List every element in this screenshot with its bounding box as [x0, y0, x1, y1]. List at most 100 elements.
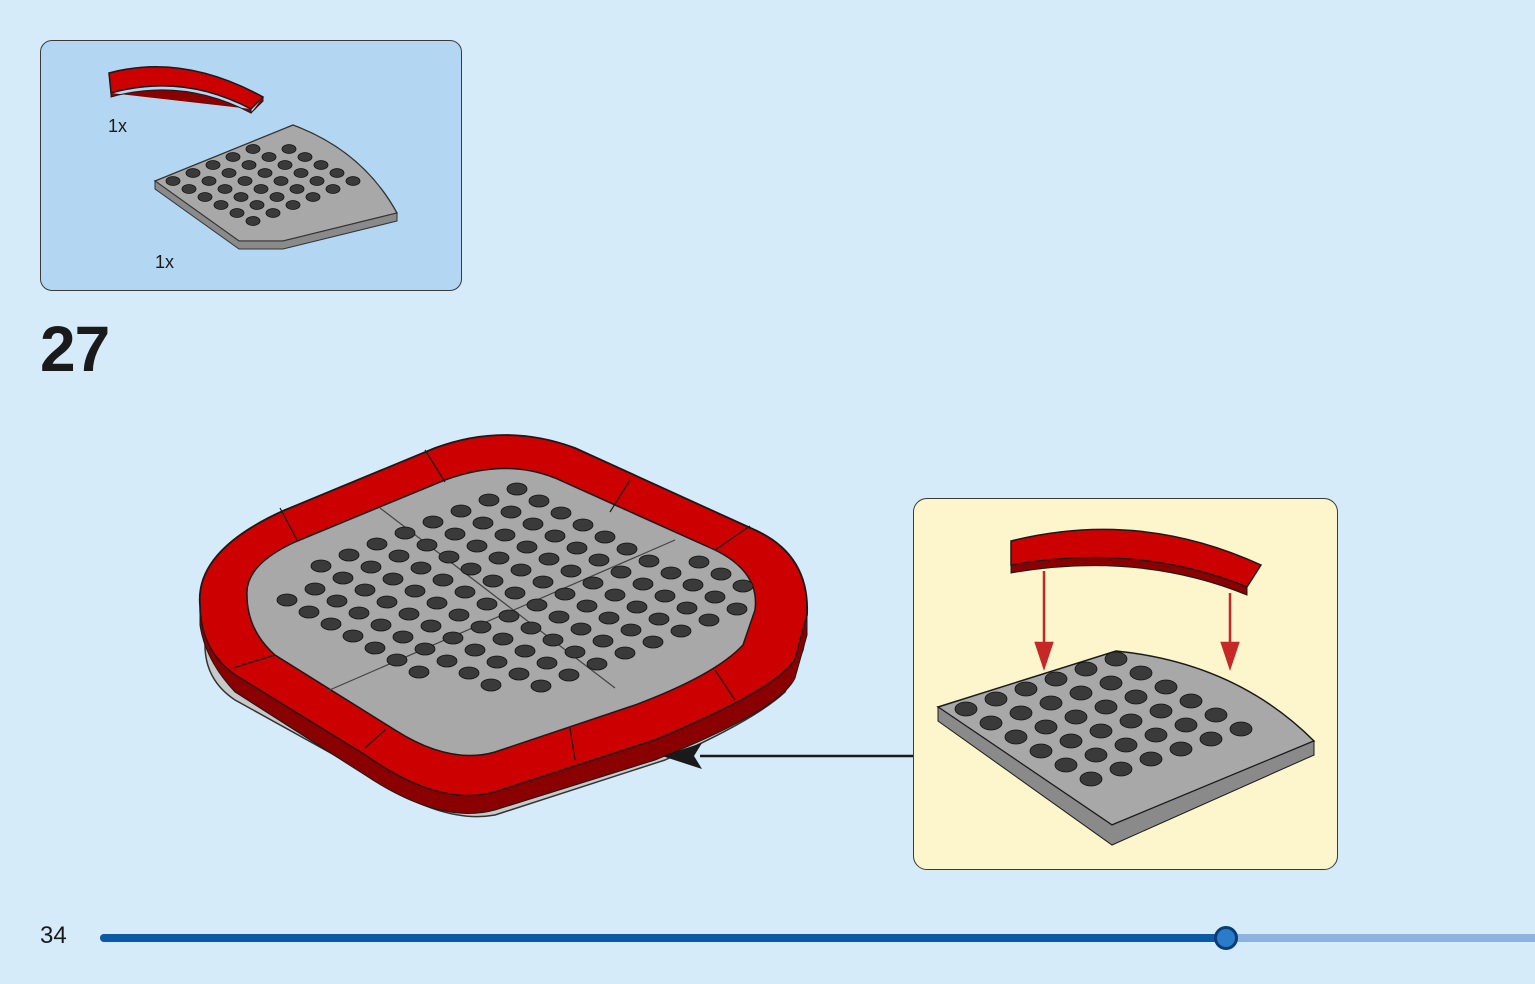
stud	[1169, 741, 1193, 757]
stud	[726, 602, 748, 616]
stud	[348, 606, 370, 620]
callout-gray-corner-plate-icon	[936, 650, 1316, 846]
stud	[1014, 681, 1038, 697]
stud	[217, 184, 233, 194]
stud	[436, 654, 458, 668]
stud	[394, 526, 416, 540]
stud	[185, 168, 201, 178]
stud	[1119, 713, 1143, 729]
stud	[1229, 721, 1253, 737]
stud	[610, 565, 632, 579]
stud	[273, 176, 289, 186]
stud	[1064, 709, 1088, 725]
stud	[414, 642, 436, 656]
stud	[682, 578, 704, 592]
stud	[626, 600, 648, 614]
stud	[510, 563, 532, 577]
stud	[1069, 685, 1093, 701]
stud	[1199, 731, 1223, 747]
stud	[570, 622, 592, 636]
stud	[638, 554, 660, 568]
progress-marker	[1214, 926, 1239, 950]
stud	[237, 176, 253, 186]
stud	[165, 176, 181, 186]
stud	[660, 566, 682, 580]
stud	[1174, 717, 1198, 733]
stud	[494, 528, 516, 542]
stud	[201, 176, 217, 186]
stud	[1039, 695, 1063, 711]
stud	[309, 176, 325, 186]
stud	[698, 613, 720, 627]
stud	[261, 152, 277, 162]
stud	[564, 645, 586, 659]
stud	[506, 482, 528, 496]
stud	[277, 160, 293, 170]
stud	[1129, 665, 1153, 681]
parts-list-box: 1x 1x	[40, 40, 462, 291]
placement-arrows	[1034, 571, 1240, 671]
stud	[1139, 751, 1163, 767]
stud	[245, 216, 261, 226]
stud	[293, 168, 309, 178]
stud	[386, 653, 408, 667]
stud	[464, 643, 486, 657]
stud	[253, 184, 269, 194]
stud	[366, 537, 388, 551]
stud	[1009, 705, 1033, 721]
stud	[420, 619, 442, 633]
stud	[313, 160, 329, 170]
stud	[310, 559, 332, 573]
stud	[410, 561, 432, 575]
stud	[572, 518, 594, 532]
stud	[614, 646, 636, 660]
stud	[472, 516, 494, 530]
stud	[1204, 707, 1228, 723]
stud	[548, 610, 570, 624]
stud	[404, 584, 426, 598]
stud	[688, 555, 710, 569]
stud	[516, 540, 538, 554]
stud	[566, 541, 588, 555]
stud	[221, 168, 237, 178]
stud	[984, 691, 1008, 707]
stud	[576, 599, 598, 613]
stud	[398, 607, 420, 621]
stud	[229, 208, 245, 218]
stud	[560, 564, 582, 578]
progress-bar	[100, 926, 1535, 950]
stud	[444, 527, 466, 541]
stud	[1124, 689, 1148, 705]
stud	[325, 184, 341, 194]
stud	[416, 538, 438, 552]
quantity-label-plate: 1x	[155, 252, 175, 272]
stud	[550, 506, 572, 520]
stud	[332, 571, 354, 585]
stud	[500, 505, 522, 519]
stud	[586, 657, 608, 671]
stud	[392, 630, 414, 644]
stud	[1094, 699, 1118, 715]
stud	[522, 517, 544, 531]
stud	[297, 152, 313, 162]
stud	[486, 655, 508, 669]
quantity-label-tile: 1x	[108, 116, 128, 136]
stud	[732, 579, 754, 593]
page-number: 34	[40, 922, 67, 949]
stud	[422, 515, 444, 529]
stud	[544, 529, 566, 543]
stud	[954, 701, 978, 717]
stud	[492, 632, 514, 646]
stud	[1109, 761, 1133, 777]
step-number: 27	[40, 313, 110, 385]
stud	[298, 605, 320, 619]
stud	[616, 542, 638, 556]
stud	[432, 573, 454, 587]
stud	[382, 572, 404, 586]
stud	[241, 160, 257, 170]
stud	[249, 200, 265, 210]
progress-fill	[100, 934, 1227, 942]
stud	[1144, 727, 1168, 743]
stud	[370, 618, 392, 632]
stud	[632, 577, 654, 591]
